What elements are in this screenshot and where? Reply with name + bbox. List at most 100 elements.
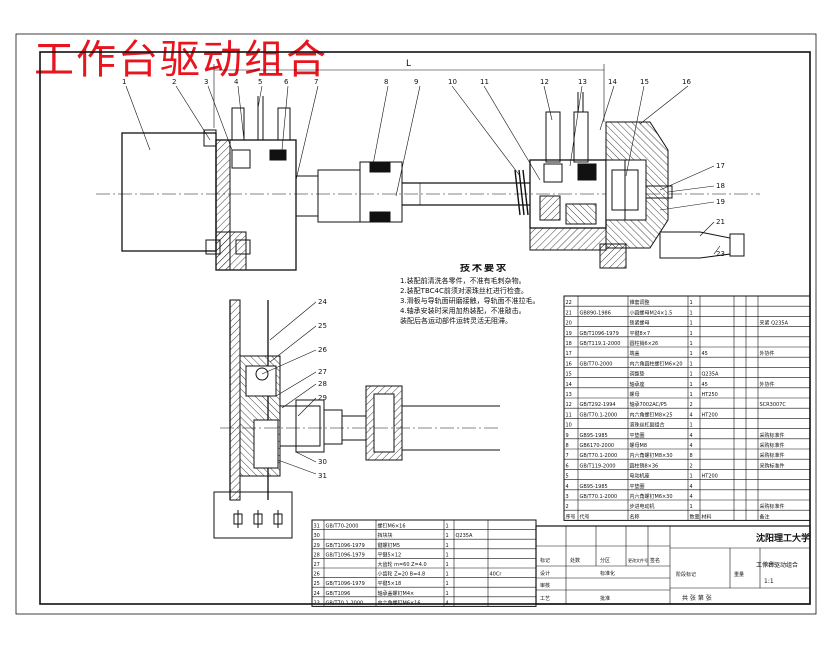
bom-cell: 4	[690, 484, 693, 490]
balloon-number: 15	[640, 78, 649, 86]
balloon-number: 5	[258, 78, 262, 86]
count-label: 处数	[570, 557, 580, 564]
requirement-item: 3.滑板与导轨面研磨接触，导轨面不准拉毛。	[400, 297, 540, 305]
design-label: 设计	[540, 570, 550, 577]
bom-cell: 1	[446, 581, 449, 587]
bom-cell: 电动机座	[630, 473, 650, 480]
approve-label: 批准	[600, 595, 610, 602]
bom-cell: 螺钉M6×16	[378, 523, 406, 530]
bom-cell: 圆柱销8×36	[630, 462, 659, 469]
outer-frame	[15, 33, 817, 615]
bom-cell: 24	[314, 591, 320, 597]
balloon-leaders-bottom	[261, 301, 317, 475]
balloon-number: 29	[318, 394, 327, 402]
requirement-item: 装配后各运动部件运转灵活无阻滞。	[400, 317, 512, 325]
bom-cell: 4	[446, 600, 449, 606]
bom-cell: 17	[566, 351, 572, 357]
org-name: 沈阳理工大学	[756, 532, 810, 544]
bom-cell: SCR3007C	[760, 402, 787, 408]
bom-cell: GB/T70.1-2000	[580, 453, 618, 459]
balloon-numbers-top: 1 2 3 4 5 6 7 8 9 10 11 12 13 14 15 16 1…	[122, 78, 725, 258]
bom-cell: 4	[690, 494, 693, 500]
title-block	[535, 525, 811, 605]
bottom-section-view	[213, 299, 500, 539]
bom-header-cell: 备注	[760, 513, 770, 520]
bom-header-cell: 名称	[630, 513, 640, 520]
bom-cell: GB890-1986	[580, 310, 611, 316]
balloon-number: 23	[716, 250, 725, 258]
balloon-number: 27	[318, 368, 327, 376]
technical-requirements: 技术要求 1.装配前清洗各零件，不准有毛刺杂物。 2.装配TBC4C前须对滚珠丝…	[400, 264, 568, 326]
bom-cell: 1	[446, 524, 449, 530]
bom-cell: 轴承座	[630, 381, 645, 388]
balloon-number: 21	[716, 218, 725, 226]
balloon-number: 1	[122, 78, 126, 86]
bom-cell: 采购标准件	[760, 442, 785, 449]
sheet-count: 共 张 第 张	[682, 594, 712, 602]
bom-cell: GB/T119.1-2000	[580, 341, 621, 347]
bom-cell: 螺母	[630, 391, 640, 398]
bom-cell: 2	[690, 402, 693, 408]
balloon-number: 2	[172, 78, 176, 86]
bom-cell: 内六角螺钉M8×25	[630, 411, 673, 418]
bom-cell: 平键5×18	[378, 580, 402, 587]
bom-cell: HT250	[702, 392, 718, 398]
bom-cell: 9	[566, 433, 569, 439]
bom-cell: 轴承7002AC/P5	[630, 401, 667, 408]
bom-cell: 锁紧螺母	[630, 320, 650, 327]
balloon-number: 7	[314, 78, 318, 86]
bom-cell: 1	[690, 372, 693, 378]
bom-cell: 轴承盖螺钉M4×	[378, 590, 415, 597]
bom-cell: 1	[690, 321, 693, 327]
bom-cell: 大齿轮 m=60 Z=4.0	[378, 561, 427, 568]
balloon-number: 10	[448, 78, 457, 86]
bom-cell: 26	[314, 572, 320, 578]
bom-cell: 1	[690, 382, 693, 388]
bom-cell: HT200	[702, 474, 718, 480]
zone-label: 分区	[600, 557, 610, 564]
bom-cell: 1	[690, 423, 693, 429]
bom-cell: 4	[566, 484, 569, 490]
bom-cell: 15	[566, 372, 572, 378]
bom-cell: 31	[314, 524, 320, 530]
balloon-number: 17	[716, 162, 725, 170]
bom-cell: 1	[446, 552, 449, 558]
balloon-number: 31	[318, 472, 327, 480]
bom-cell: 5	[566, 474, 569, 480]
bom-cell: 3	[566, 494, 569, 500]
bom-header-cell: 材料	[702, 513, 712, 520]
requirement-item: 1.装配前清洗各零件，不准有毛刺杂物。	[400, 277, 526, 285]
bom-cell: GB95-1985	[580, 484, 608, 490]
top-section-view	[96, 64, 760, 271]
bom-cell: GB/T1096-1979	[326, 543, 365, 549]
bom-cell: 1	[690, 331, 693, 337]
bom-cell: 1	[446, 533, 449, 539]
bom-cell: GB/T1096	[326, 591, 351, 597]
bom-cell: 20	[566, 321, 572, 327]
bom-cell: GB/T1096-1979	[326, 581, 365, 587]
bom-cell: 内六角螺钉M8×30	[630, 452, 673, 459]
bom-cell: 小圆螺母M24×1.5	[630, 309, 673, 316]
bom-cell: 30	[314, 533, 320, 539]
balloon-number: 12	[540, 78, 549, 86]
bom-cell: 采购标准件	[760, 452, 785, 459]
bom-cell: Q235A	[702, 372, 719, 378]
bom-cell: 螺母M8	[630, 442, 648, 449]
bom-cell: 16	[566, 361, 572, 367]
bom-cell: 21	[566, 310, 572, 316]
bom-cell: 调整垫	[630, 371, 645, 378]
balloon-numbers-bottom: 24 25 26 27 28 29 30 31	[318, 298, 327, 480]
bom-cell: GB/T1096-1979	[580, 331, 619, 337]
bom-cell: 1	[690, 310, 693, 316]
bom-cell: 滚珠丝杠副组合	[630, 422, 665, 429]
balloon-number: 28	[318, 380, 327, 388]
balloon-number: 13	[578, 78, 587, 86]
bom-cell: 45	[702, 351, 708, 357]
bom-cell: 27	[314, 562, 320, 568]
bom-cell: 步进电动机	[630, 503, 655, 510]
bom-header-cell: 序号	[566, 513, 576, 520]
bom-cell: 键螺钉M5	[378, 542, 401, 549]
